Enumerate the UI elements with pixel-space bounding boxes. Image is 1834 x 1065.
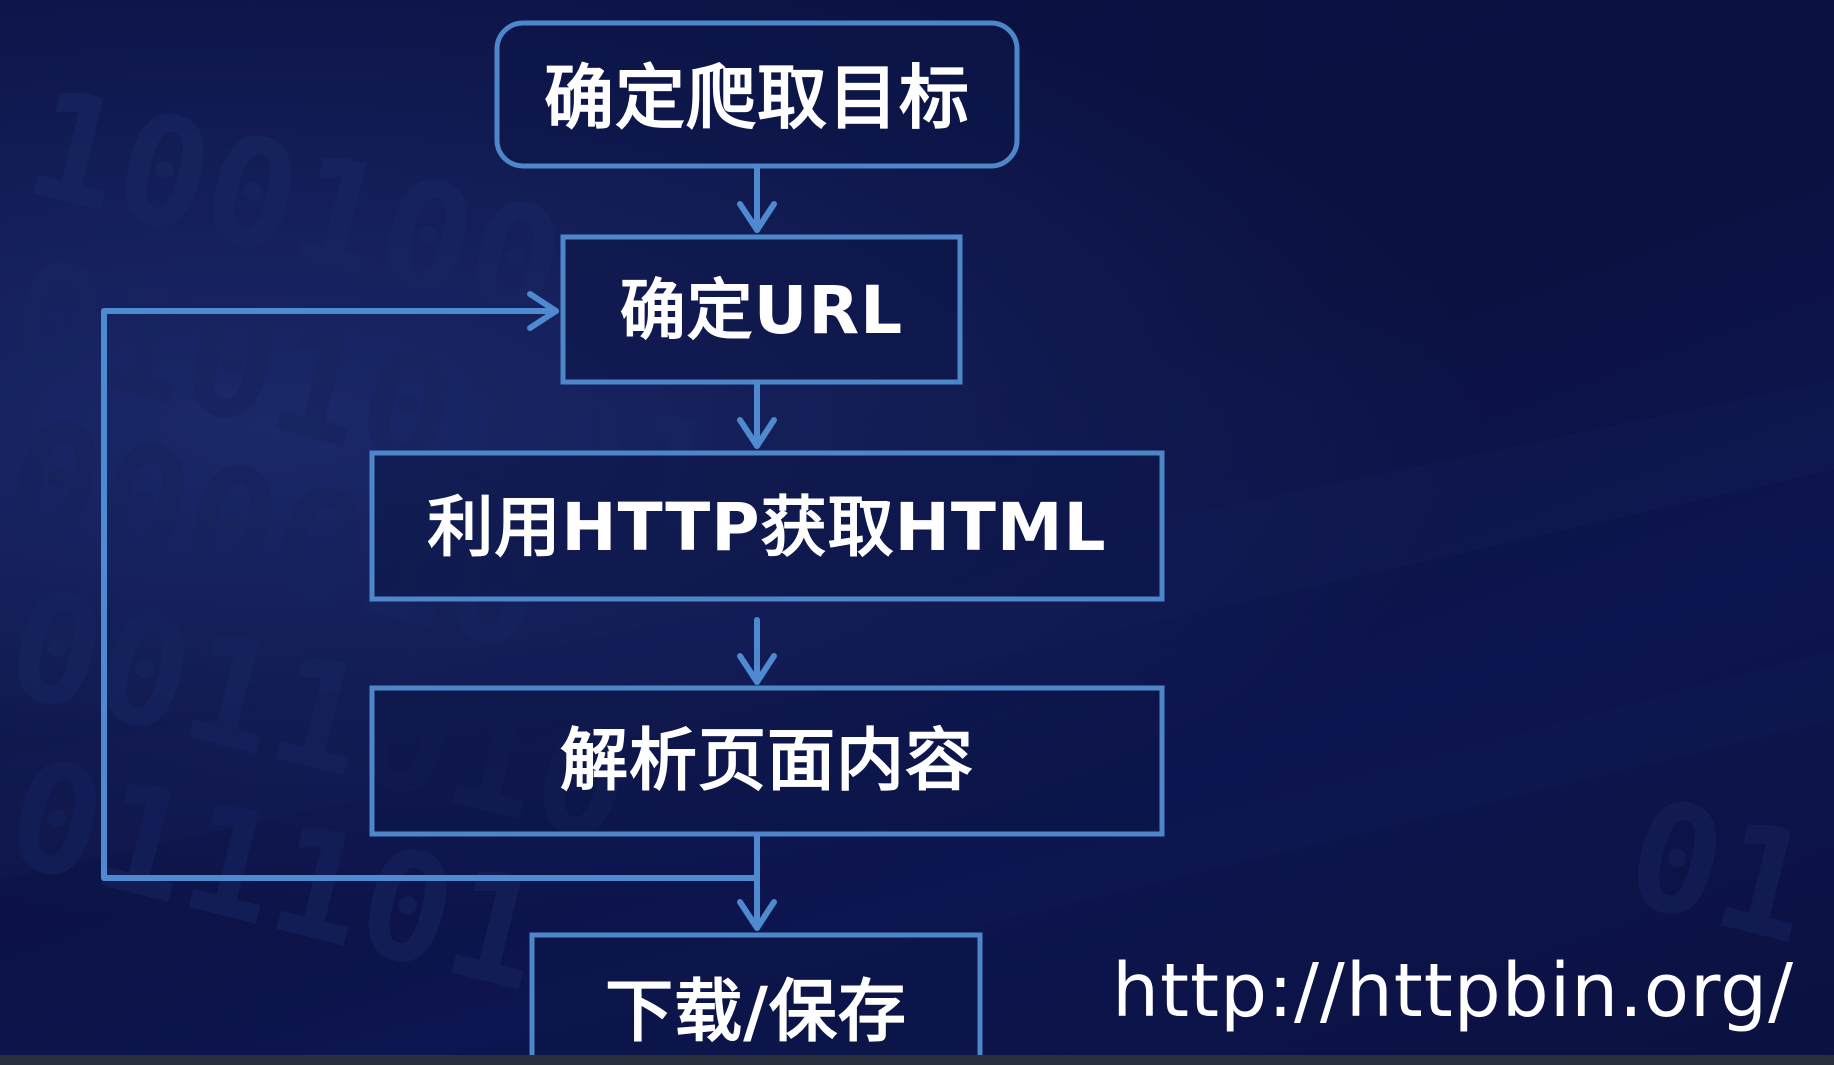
node-save-label: 下载/保存 [605,973,907,1052]
node-url-label: 确定URL [619,272,904,349]
node-parse-label: 解析页面内容 [559,722,974,801]
svg-text:01: 01 [1611,766,1828,979]
edge-url-to-fetch [737,381,777,449]
node-fetch-label: 利用HTTP获取HTML [427,489,1107,566]
node-parse-box [369,685,1165,837]
edge-loop-parse-to-url [101,291,760,881]
edge-fetch-to-parse [737,617,777,685]
node-fetch-box [369,450,1165,602]
edge-parse-to-save [737,833,777,931]
node-url-box [560,234,963,385]
edge-goal-to-url [737,165,777,233]
reference-url-text: http://httpbin.org/ [1112,948,1794,1034]
node-goal-label: 确定爬取目标 [544,57,970,139]
node-save-box [529,932,983,1065]
bottom-bar [0,1055,1834,1065]
